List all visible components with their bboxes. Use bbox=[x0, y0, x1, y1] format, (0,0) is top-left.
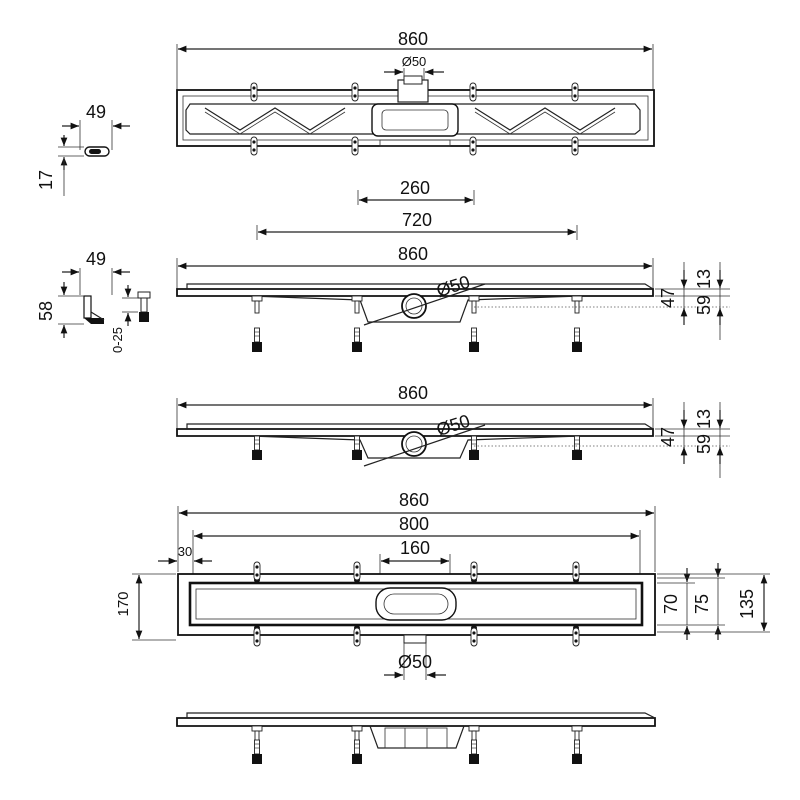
top-clip bbox=[351, 136, 359, 156]
plan-width-label: 170 bbox=[115, 591, 132, 616]
side-length-label: 860 bbox=[398, 244, 428, 264]
fixed-foot bbox=[571, 435, 583, 461]
bottom-foot bbox=[351, 739, 363, 765]
bottom-channel-body bbox=[250, 725, 580, 749]
plan-clip bbox=[470, 561, 478, 581]
foot-detail-base bbox=[84, 318, 104, 324]
clip-height-label: 17 bbox=[36, 170, 56, 190]
top-clip bbox=[351, 82, 359, 102]
top-clip bbox=[469, 82, 477, 102]
side-adjustable-foot bbox=[251, 327, 263, 353]
plan-view: 860 800 30 160 bbox=[115, 490, 770, 680]
top-clip bbox=[469, 136, 477, 156]
side-view-fixed: 860 Ø50 47 59 13 bbox=[176, 383, 730, 478]
side-adjustable-foot bbox=[351, 327, 363, 353]
side-depth-47-label: 47 bbox=[658, 288, 678, 308]
bottom-foot bbox=[468, 739, 480, 765]
plan-outlet-cover bbox=[375, 587, 457, 621]
fixed-depth-47-label: 47 bbox=[658, 427, 678, 447]
fixed-channel-top bbox=[176, 428, 654, 437]
top-view: 860 Ø50 bbox=[176, 29, 655, 156]
top-channel-trough bbox=[185, 103, 641, 135]
fixed-channel-bottom bbox=[249, 435, 581, 459]
fixed-outlet-circle bbox=[401, 431, 427, 457]
side-channel-bottom bbox=[249, 295, 581, 323]
fixed-depth-59-label: 59 bbox=[694, 434, 714, 454]
side-foot-spacing-label: 720 bbox=[402, 210, 432, 230]
bottom-side-view bbox=[176, 712, 656, 765]
plan-clip bbox=[353, 627, 361, 647]
side-depth-59-label: 59 bbox=[694, 295, 714, 315]
side-depth-13-label: 13 bbox=[694, 269, 714, 289]
top-clip bbox=[571, 136, 579, 156]
top-outlet-box bbox=[371, 103, 459, 137]
side-adjustable-foot bbox=[468, 327, 480, 353]
plan-clip bbox=[572, 561, 580, 581]
bottom-foot bbox=[571, 739, 583, 765]
bottom-foot bbox=[251, 739, 263, 765]
plan-clip bbox=[470, 627, 478, 647]
plan-outlet-diameter-label: Ø50 bbox=[398, 652, 432, 672]
plan-outlet-spacing-label: 160 bbox=[400, 538, 430, 558]
clip-width-label: 49 bbox=[86, 102, 106, 122]
bottom-channel-top bbox=[176, 717, 656, 727]
plan-channel-135-label: 135 bbox=[737, 589, 757, 619]
plan-grate-length-label: 800 bbox=[399, 514, 429, 534]
clip-detail: 49 17 bbox=[36, 102, 130, 196]
plan-channel-70-label: 70 bbox=[661, 594, 681, 614]
top-clip bbox=[250, 82, 258, 102]
foot-adjust-range-label: 0-25 bbox=[110, 327, 125, 353]
plan-clip bbox=[572, 627, 580, 647]
plan-clip bbox=[253, 561, 261, 581]
fixed-depth-13-label: 13 bbox=[694, 409, 714, 429]
side-outlet-circle bbox=[401, 293, 427, 319]
side-outlet-spacing-label: 260 bbox=[400, 178, 430, 198]
side-channel-top bbox=[176, 288, 654, 297]
plan-clip bbox=[253, 627, 261, 647]
plan-length-label: 860 bbox=[399, 490, 429, 510]
side-view-adjustable: 260 720 860 Ø50 47 bbox=[36, 178, 730, 353]
foot-detail-post bbox=[83, 295, 92, 319]
foot-width-label: 49 bbox=[86, 249, 106, 269]
plan-clip bbox=[353, 561, 361, 581]
fixed-length-label: 860 bbox=[398, 383, 428, 403]
plan-outlet-pipe bbox=[403, 634, 427, 644]
side-adjustable-foot bbox=[571, 327, 583, 353]
fixed-foot bbox=[251, 435, 263, 461]
top-outlet-diameter-label: Ø50 bbox=[402, 54, 427, 69]
plan-edge-offset-label: 30 bbox=[178, 544, 192, 559]
foot-height-label: 58 bbox=[36, 301, 56, 321]
top-clip bbox=[571, 82, 579, 102]
foot-adjust-cap bbox=[137, 291, 151, 299]
top-length-label: 860 bbox=[398, 29, 428, 49]
top-clip bbox=[250, 136, 258, 156]
plan-channel-75-label: 75 bbox=[692, 594, 712, 614]
